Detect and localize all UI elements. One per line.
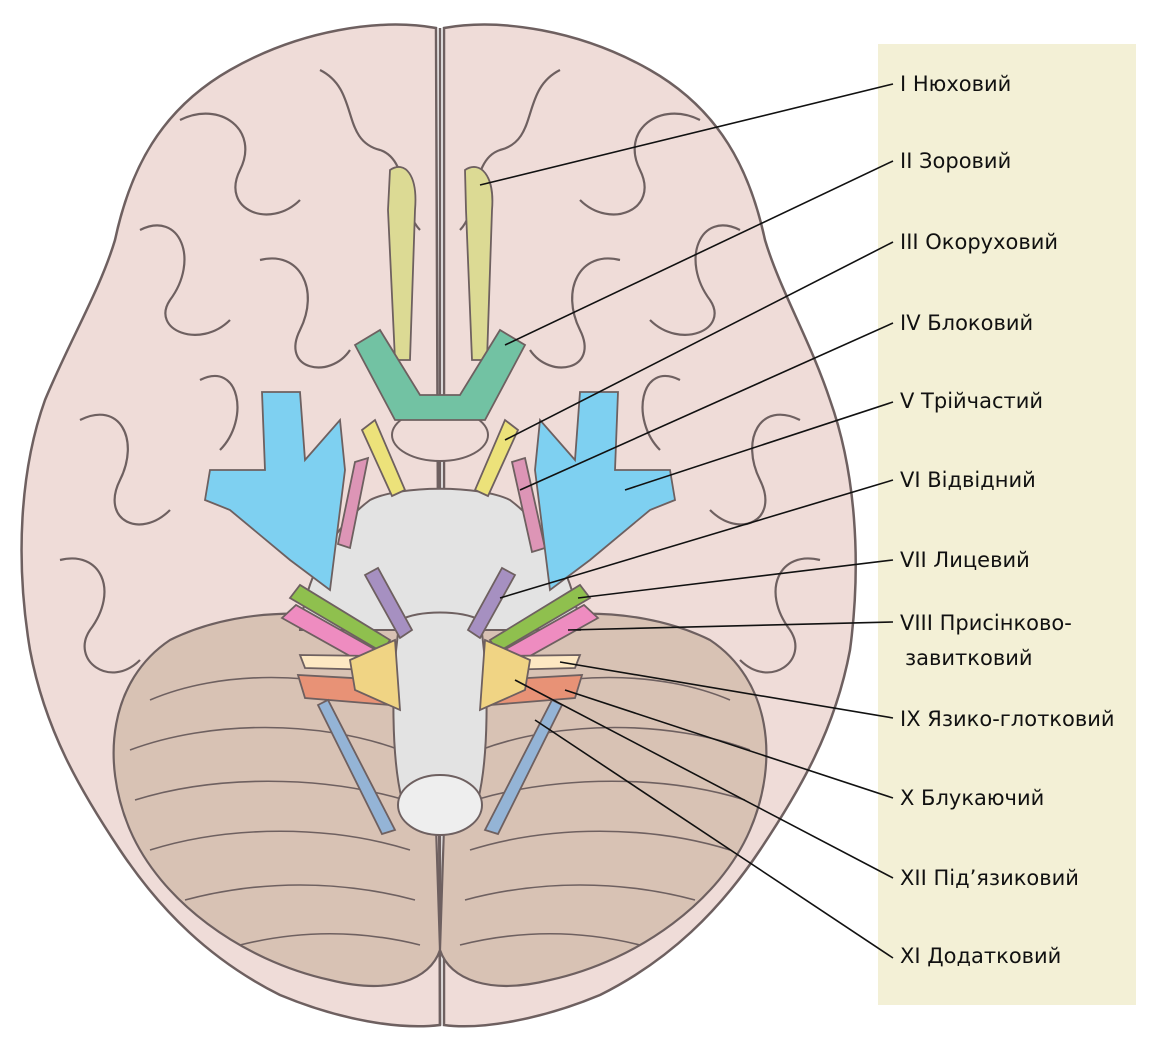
label-vestibulocochlear: VIII Присінково- [900, 611, 1072, 635]
spinal-cord-section [397, 774, 483, 836]
olfactory-nerve-right [464, 166, 494, 361]
label-panel [878, 44, 1136, 1005]
leader-lines [479, 83, 894, 959]
cranial-nerves [203, 166, 677, 836]
label-optic: II Зоровий [900, 149, 1012, 173]
label-vestibulocochlear-continued: завитковий [905, 646, 1033, 670]
label-accessory: XI Додатковий [900, 944, 1062, 968]
optic-chiasm [353, 328, 527, 421]
abducens-nerve-left [363, 566, 414, 640]
facial-nerve-right [488, 583, 592, 654]
accessory-nerve-left [348, 638, 402, 712]
oculomotor-nerve-left [360, 418, 407, 498]
accessory-nerve-right [478, 638, 532, 712]
label-hypoglossal: XII Під’язиковий [900, 866, 1079, 890]
label-trochlear: IV Блоковий [900, 311, 1034, 335]
label-glossopharyngeal: IX Язико-глотковий [900, 707, 1115, 731]
label-oculomotor: III Окоруховий [900, 230, 1059, 254]
label-abducens: VI Відвідний [900, 468, 1036, 492]
label-olfactory: I Нюховий [900, 72, 1012, 96]
label-trigeminal: V Трійчастий [900, 389, 1044, 413]
label-facial: VII Лицевий [900, 548, 1030, 572]
hypoglossal-nerve-left [316, 698, 397, 836]
abducens-nerve-right [466, 566, 517, 640]
trigeminal-nerve-left [203, 391, 346, 592]
trigeminal-nerve-right [534, 391, 677, 592]
olfactory-nerve-left [387, 166, 417, 361]
trochlear-nerve-left [336, 456, 370, 550]
cerebellum-right [438, 612, 768, 987]
cerebellum-left [112, 612, 442, 987]
label-vagus: X Блукаючий [900, 786, 1045, 810]
gyri [59, 69, 821, 674]
facial-nerve-left [288, 583, 392, 654]
